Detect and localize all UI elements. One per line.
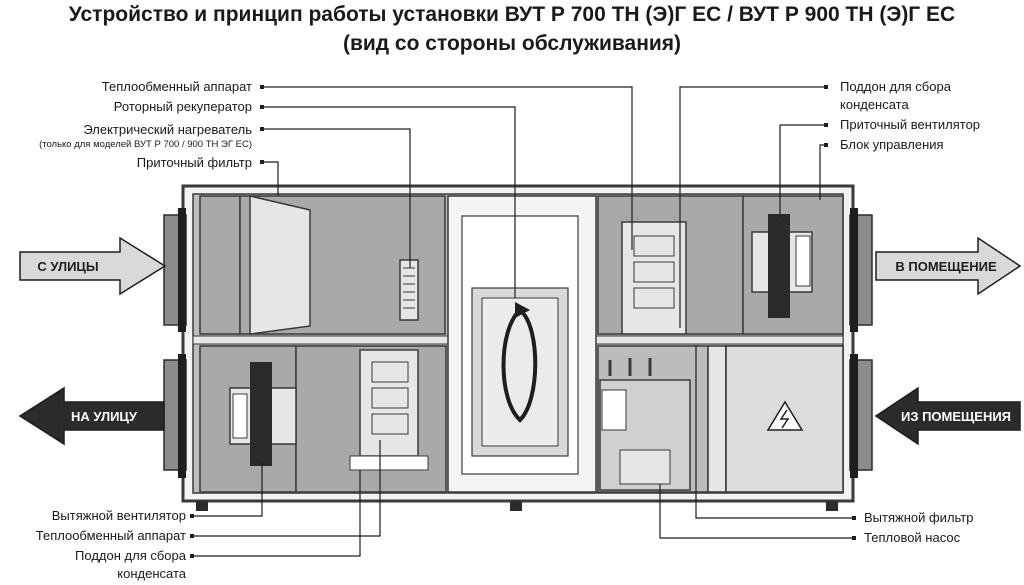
label-heat-pump: Тепловой насос — [864, 530, 961, 545]
heat-exchanger-bottom-shape — [349, 349, 429, 471]
electric-heater-shape — [399, 259, 419, 321]
label-condensate-tray-bottom-2: конденсата — [117, 566, 186, 581]
arrow-to-street-text: НА УЛИЦУ — [71, 409, 138, 424]
diagram-title: Устройство и принцип работы установки ВУ… — [68, 3, 956, 26]
control-unit-shape — [725, 345, 844, 493]
label-heat-exchanger-top: Теплообменный аппарат — [101, 79, 252, 94]
arrow-to-room-text: В ПОМЕЩЕНИЕ — [895, 259, 997, 274]
arrow-from-room: ИЗ ПОМЕЩЕНИЯ — [874, 386, 1021, 446]
label-electric-heater: Электрический нагреватель — [83, 122, 252, 137]
label-supply-filter: Приточный фильтр — [136, 155, 252, 170]
supply-fan-shape — [751, 214, 813, 318]
diagram-subtitle: (вид со стороны обслуживания) — [342, 32, 682, 55]
label-exhaust-fan: Вытяжной вентилятор — [51, 508, 186, 523]
supply-filter-shape — [249, 195, 311, 335]
label-condensate-tray-bottom-1: Поддон для сбора — [75, 548, 186, 563]
label-condensate-tray-top-1: Поддон для сбора — [840, 79, 951, 94]
label-condensate-tray-top-2: конденсата — [840, 97, 909, 112]
label-supply-fan: Приточный вентилятор — [840, 117, 981, 132]
arrow-from-street-text: С УЛИЦЫ — [37, 259, 98, 274]
arrow-to-room: В ПОМЕЩЕНИЕ — [875, 236, 1022, 296]
rotary-recuperator-shape — [447, 195, 597, 493]
label-exhaust-filter: Вытяжной фильтр — [864, 510, 974, 525]
arrow-to-street: НА УЛИЦУ — [18, 386, 165, 446]
exhaust-fan-shape — [229, 362, 297, 466]
arrow-from-street: С УЛИЦЫ — [19, 236, 167, 296]
label-control-unit: Блок управления — [840, 137, 944, 152]
label-heat-exchanger-bottom: Теплообменный аппарат — [35, 528, 186, 543]
leader-lines — [192, 86, 854, 557]
arrow-from-room-text: ИЗ ПОМЕЩЕНИЯ — [901, 409, 1011, 424]
heat-pump-shape — [599, 358, 691, 491]
label-electric-heater-note: (только для моделей ВУТ Р 700 / 900 ТН Э… — [39, 139, 252, 150]
heat-exchanger-top-shape — [621, 221, 687, 335]
label-rotary-recuperator: Роторный рекуператор — [113, 99, 252, 114]
unit-feet — [196, 501, 838, 511]
